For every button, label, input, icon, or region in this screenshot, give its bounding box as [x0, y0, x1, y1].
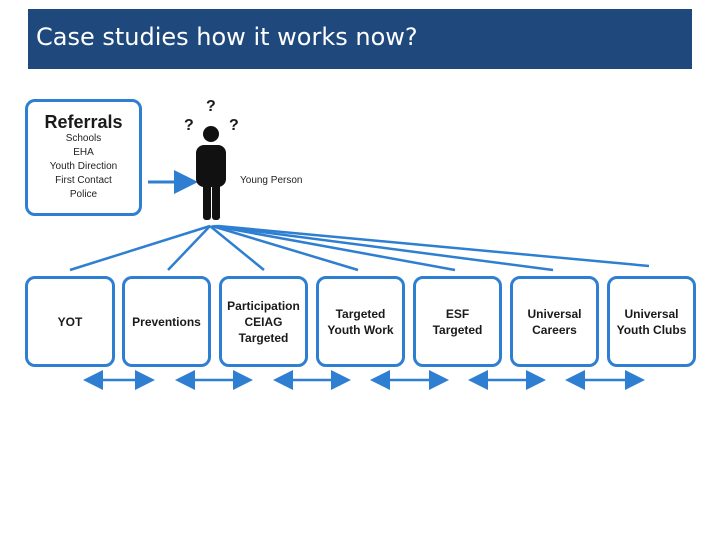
service-box-participation: Participation CEIAG Targeted	[219, 276, 308, 367]
question-mark: ?	[229, 117, 239, 134]
referral-source: EHA	[73, 147, 94, 158]
service-label: Universal Careers	[527, 306, 582, 337]
question-mark: ?	[184, 117, 194, 134]
service-label: Targeted Youth Work	[327, 306, 394, 337]
service-label: ESF Targeted	[432, 306, 483, 337]
fan-line-preventions	[167, 225, 211, 271]
young-person-label: Young Person	[240, 175, 303, 186]
service-box-esf: ESF Targeted	[413, 276, 502, 367]
service-box-targeted-youth-work: Targeted Youth Work	[316, 276, 405, 367]
referral-source: Youth Direction	[49, 161, 118, 172]
fan-line-targeted-youth-work	[211, 224, 359, 272]
fan-line-yot	[69, 224, 211, 272]
service-label: YOT	[57, 314, 83, 329]
service-box-youth-clubs: Universal Youth Clubs	[607, 276, 696, 367]
referrals-box: Referrals Schools EHA Youth Direction Fi…	[25, 99, 142, 216]
service-box-yot: YOT	[25, 276, 115, 367]
referral-source: First Contact	[55, 175, 112, 186]
slide-title: Case studies how it works now?	[36, 23, 418, 51]
service-label: Preventions	[132, 314, 201, 329]
young-person-icon	[196, 126, 226, 220]
referral-source: Police	[69, 189, 98, 200]
referrals-heading: Referrals	[44, 112, 123, 132]
fan-line-participation	[209, 225, 265, 271]
referral-source: Schools	[65, 133, 102, 144]
fan-line-esf	[213, 224, 456, 272]
service-label: Participation CEIAG Targeted	[227, 298, 300, 345]
service-box-careers: Universal Careers	[510, 276, 599, 367]
fan-line-youth-clubs	[217, 224, 650, 268]
title-bar: Case studies how it works now?	[28, 9, 692, 69]
fan-lines	[69, 224, 650, 272]
question-mark: ?	[206, 98, 216, 115]
service-label: Universal Youth Clubs	[616, 306, 687, 337]
service-box-preventions: Preventions	[122, 276, 211, 367]
fan-line-careers	[215, 224, 554, 272]
